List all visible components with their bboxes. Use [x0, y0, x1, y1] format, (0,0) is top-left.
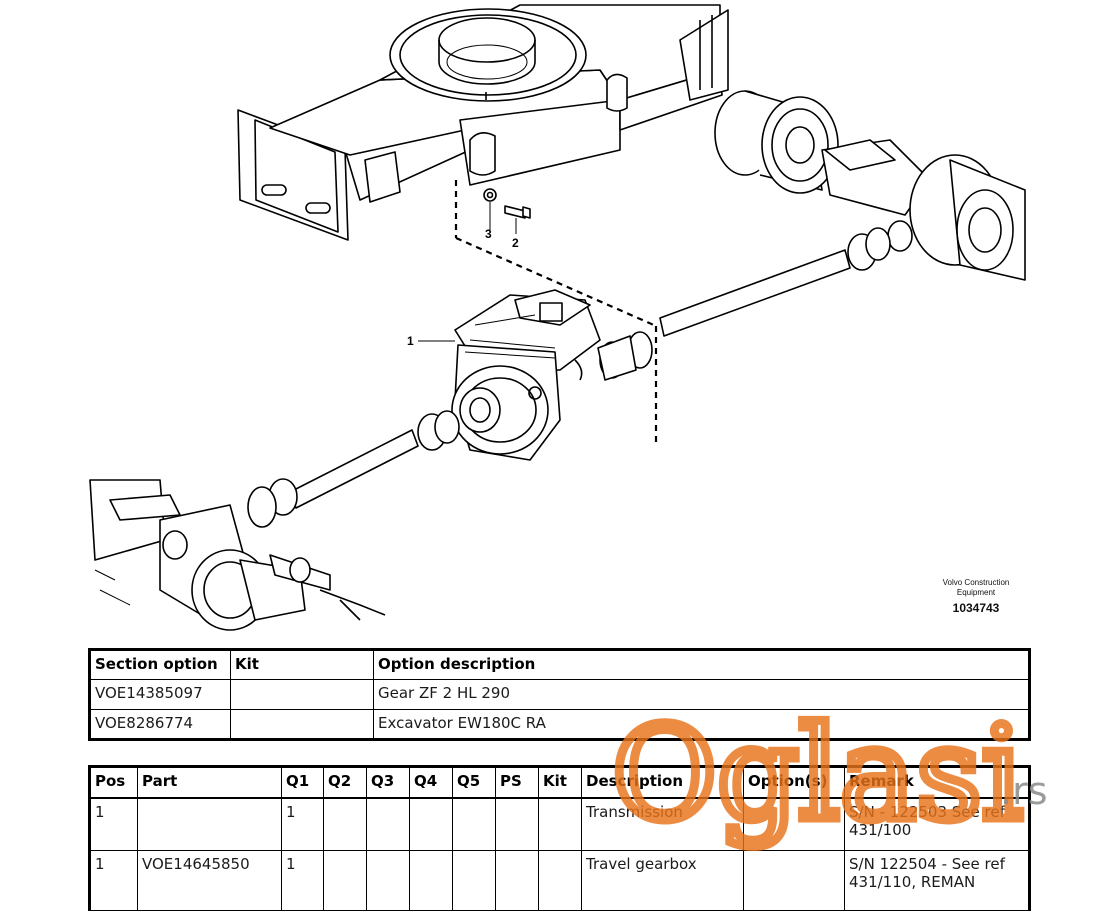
- remark-cell: S/N - 122503 See ref 431/100: [844, 797, 1030, 851]
- chassis-frame: [237, 4, 729, 241]
- header-q1: Q1: [281, 766, 324, 799]
- option-description-cell: Excavator EW180C RA: [373, 709, 1030, 740]
- header-kit: Kit: [230, 649, 374, 680]
- q5-cell: [452, 797, 496, 851]
- q4-cell: [409, 797, 453, 851]
- options-cell: [743, 850, 845, 911]
- kit-cell: [230, 679, 374, 710]
- table-row: VOE14385097 Gear ZF 2 HL 290: [89, 679, 1030, 710]
- upper-drive-shaft: [597, 227, 891, 381]
- option-description-cell: Gear ZF 2 HL 290: [373, 679, 1030, 710]
- q1-cell: 1: [281, 850, 324, 911]
- credit-line-1: Volvo Construction: [942, 578, 1010, 587]
- description-cell: Travel gearbox: [581, 850, 744, 911]
- section-option-cell: VOE14385097: [89, 679, 231, 710]
- header-kit: Kit: [538, 766, 582, 799]
- header-section-option: Section option: [89, 649, 231, 680]
- q2-cell: [323, 797, 367, 851]
- bolt-part-2: [483, 188, 531, 219]
- q5-cell: [452, 850, 496, 911]
- option-table-header: Section option Kit Option description: [89, 649, 1030, 680]
- front-axle: [89, 479, 386, 631]
- credit-line-2: Equipment: [956, 588, 996, 597]
- header-part: Part: [137, 766, 282, 799]
- ps-cell: [495, 797, 539, 851]
- q3-cell: [366, 850, 410, 911]
- header-q2: Q2: [323, 766, 367, 799]
- rear-axle: [714, 90, 1026, 281]
- table-row: 1 VOE14645850 1 Travel gearbox S/N 12250…: [89, 850, 1030, 911]
- drawing-number: 1034743: [952, 601, 1000, 615]
- ps-cell: [495, 850, 539, 911]
- header-option-description: Option description: [373, 649, 1030, 680]
- lower-drive-shaft: [247, 410, 460, 528]
- part-cell: VOE14645850: [137, 850, 282, 911]
- q3-cell: [366, 797, 410, 851]
- part-cell: [137, 797, 282, 851]
- options-cell: [743, 797, 845, 851]
- q2-cell: [323, 850, 367, 911]
- parts-table: Pos Part Q1 Q2 Q3 Q4 Q5 PS Kit Descripti…: [88, 765, 1031, 911]
- transmission-part-1: [451, 289, 601, 461]
- q1-cell: 1: [281, 797, 324, 851]
- header-q3: Q3: [366, 766, 410, 799]
- diagram-credit: Volvo Construction Equipment 1034743: [918, 578, 1034, 616]
- header-ps: PS: [495, 766, 539, 799]
- exploded-drawing: 1 2 3: [89, 4, 1026, 631]
- header-q5: Q5: [452, 766, 496, 799]
- header-description: Description: [581, 766, 744, 799]
- header-q4: Q4: [409, 766, 453, 799]
- kit-cell: [538, 797, 582, 851]
- kit-cell: [538, 850, 582, 911]
- parts-table-header: Pos Part Q1 Q2 Q3 Q4 Q5 PS Kit Descripti…: [89, 766, 1030, 799]
- callout-2: 2: [512, 236, 519, 250]
- section-option-table: Section option Kit Option description VO…: [88, 648, 1031, 741]
- callout-3: 3: [485, 227, 492, 241]
- table-row: VOE8286774 Excavator EW180C RA: [89, 709, 1030, 740]
- pos-cell: 1: [89, 850, 138, 911]
- dashed-leader: [454, 180, 658, 446]
- section-option-cell: VOE8286774: [89, 709, 231, 740]
- callout-1: 1: [407, 334, 414, 348]
- header-options: Option(s): [743, 766, 845, 799]
- header-pos: Pos: [89, 766, 138, 799]
- table-row: 1 1 Transmission S/N - 122503 See ref 43…: [89, 797, 1030, 851]
- header-remark: Remark: [844, 766, 1030, 799]
- remark-cell: S/N 122504 - See ref 431/110, REMAN: [844, 850, 1030, 911]
- kit-cell: [230, 709, 374, 740]
- q4-cell: [409, 850, 453, 911]
- pos-cell: 1: [89, 797, 138, 851]
- description-cell: Transmission: [581, 797, 744, 851]
